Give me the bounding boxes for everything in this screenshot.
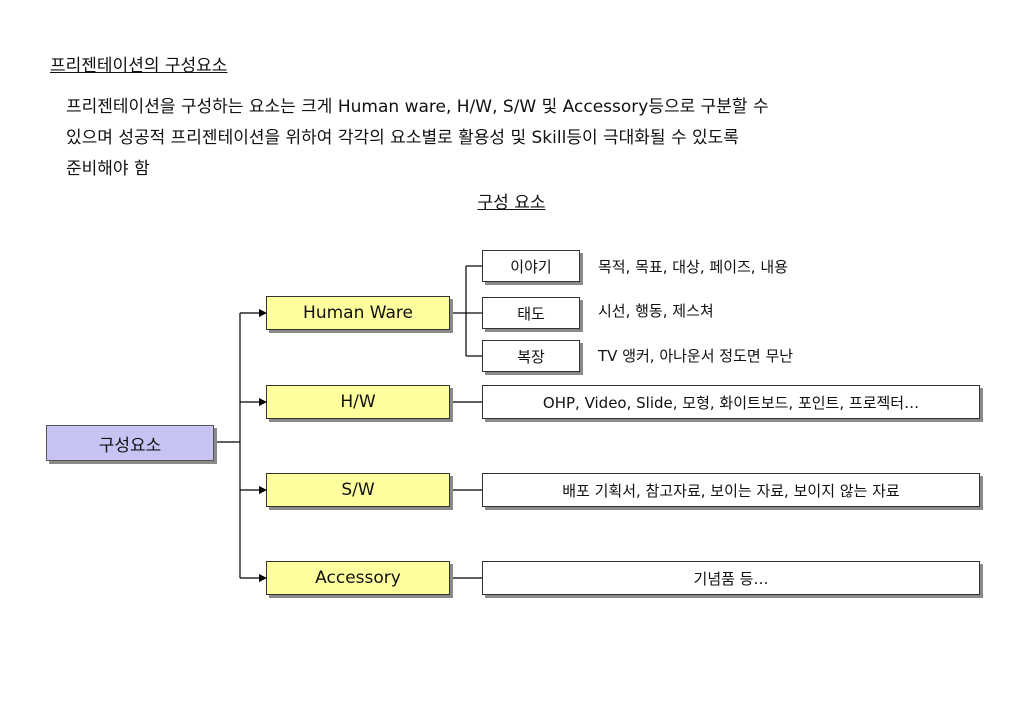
category-label: Accessory bbox=[315, 568, 401, 588]
root-node-label: 구성요소 bbox=[98, 435, 162, 456]
category-label: H/W bbox=[340, 392, 376, 412]
human-ware-detail-attitude: 시선, 행동, 제스쳐 bbox=[598, 302, 714, 320]
item-label: 태도 bbox=[517, 304, 545, 323]
category-label: S/W bbox=[341, 480, 375, 500]
category-accessory: Accessory bbox=[266, 561, 450, 595]
category-sw: S/W bbox=[266, 473, 450, 507]
human-ware-item-story: 이야기 bbox=[482, 250, 580, 282]
human-ware-item-attire: 복장 bbox=[482, 340, 580, 372]
item-label: 복장 bbox=[517, 347, 545, 366]
detail-text: OHP, Video, Slide, 모형, 화이트보드, 포인트, 프로젝터… bbox=[542, 393, 920, 412]
accessory-detail: 기념품 등… bbox=[482, 561, 980, 595]
detail-text: 배포 기획서, 참고자료, 보이는 자료, 보이지 않는 자료 bbox=[562, 481, 900, 500]
intro-line: 프리젠테이션을 구성하는 요소는 크게 Human ware, H/W, S/W… bbox=[66, 97, 769, 117]
intro-line: 준비해야 함 bbox=[66, 159, 150, 179]
intro-line: 있으며 성공적 프리젠테이션을 위하여 각각의 요소별로 활용성 및 Skill… bbox=[66, 128, 739, 148]
diagram-title: 구성 요소 bbox=[477, 193, 546, 213]
detail-text: 기념품 등… bbox=[693, 569, 769, 588]
human-ware-item-attitude: 태도 bbox=[482, 297, 580, 329]
root-node: 구성요소 bbox=[46, 425, 214, 461]
category-hw: H/W bbox=[266, 385, 450, 419]
item-label: 이야기 bbox=[510, 257, 552, 276]
human-ware-detail-story: 목적, 목표, 대상, 페이즈, 내용 bbox=[598, 258, 788, 276]
sw-detail: 배포 기획서, 참고자료, 보이는 자료, 보이지 않는 자료 bbox=[482, 473, 980, 507]
intro-paragraph: 프리젠테이션을 구성하는 요소는 크게 Human ware, H/W, S/W… bbox=[66, 92, 986, 185]
hw-detail: OHP, Video, Slide, 모형, 화이트보드, 포인트, 프로젝터… bbox=[482, 385, 980, 419]
category-label: Human Ware bbox=[303, 303, 413, 323]
category-human-ware: Human Ware bbox=[266, 296, 450, 330]
page-heading: 프리젠테이션의 구성요소 bbox=[50, 56, 228, 76]
human-ware-detail-attire: TV 앵커, 아나운서 정도면 무난 bbox=[598, 347, 794, 365]
